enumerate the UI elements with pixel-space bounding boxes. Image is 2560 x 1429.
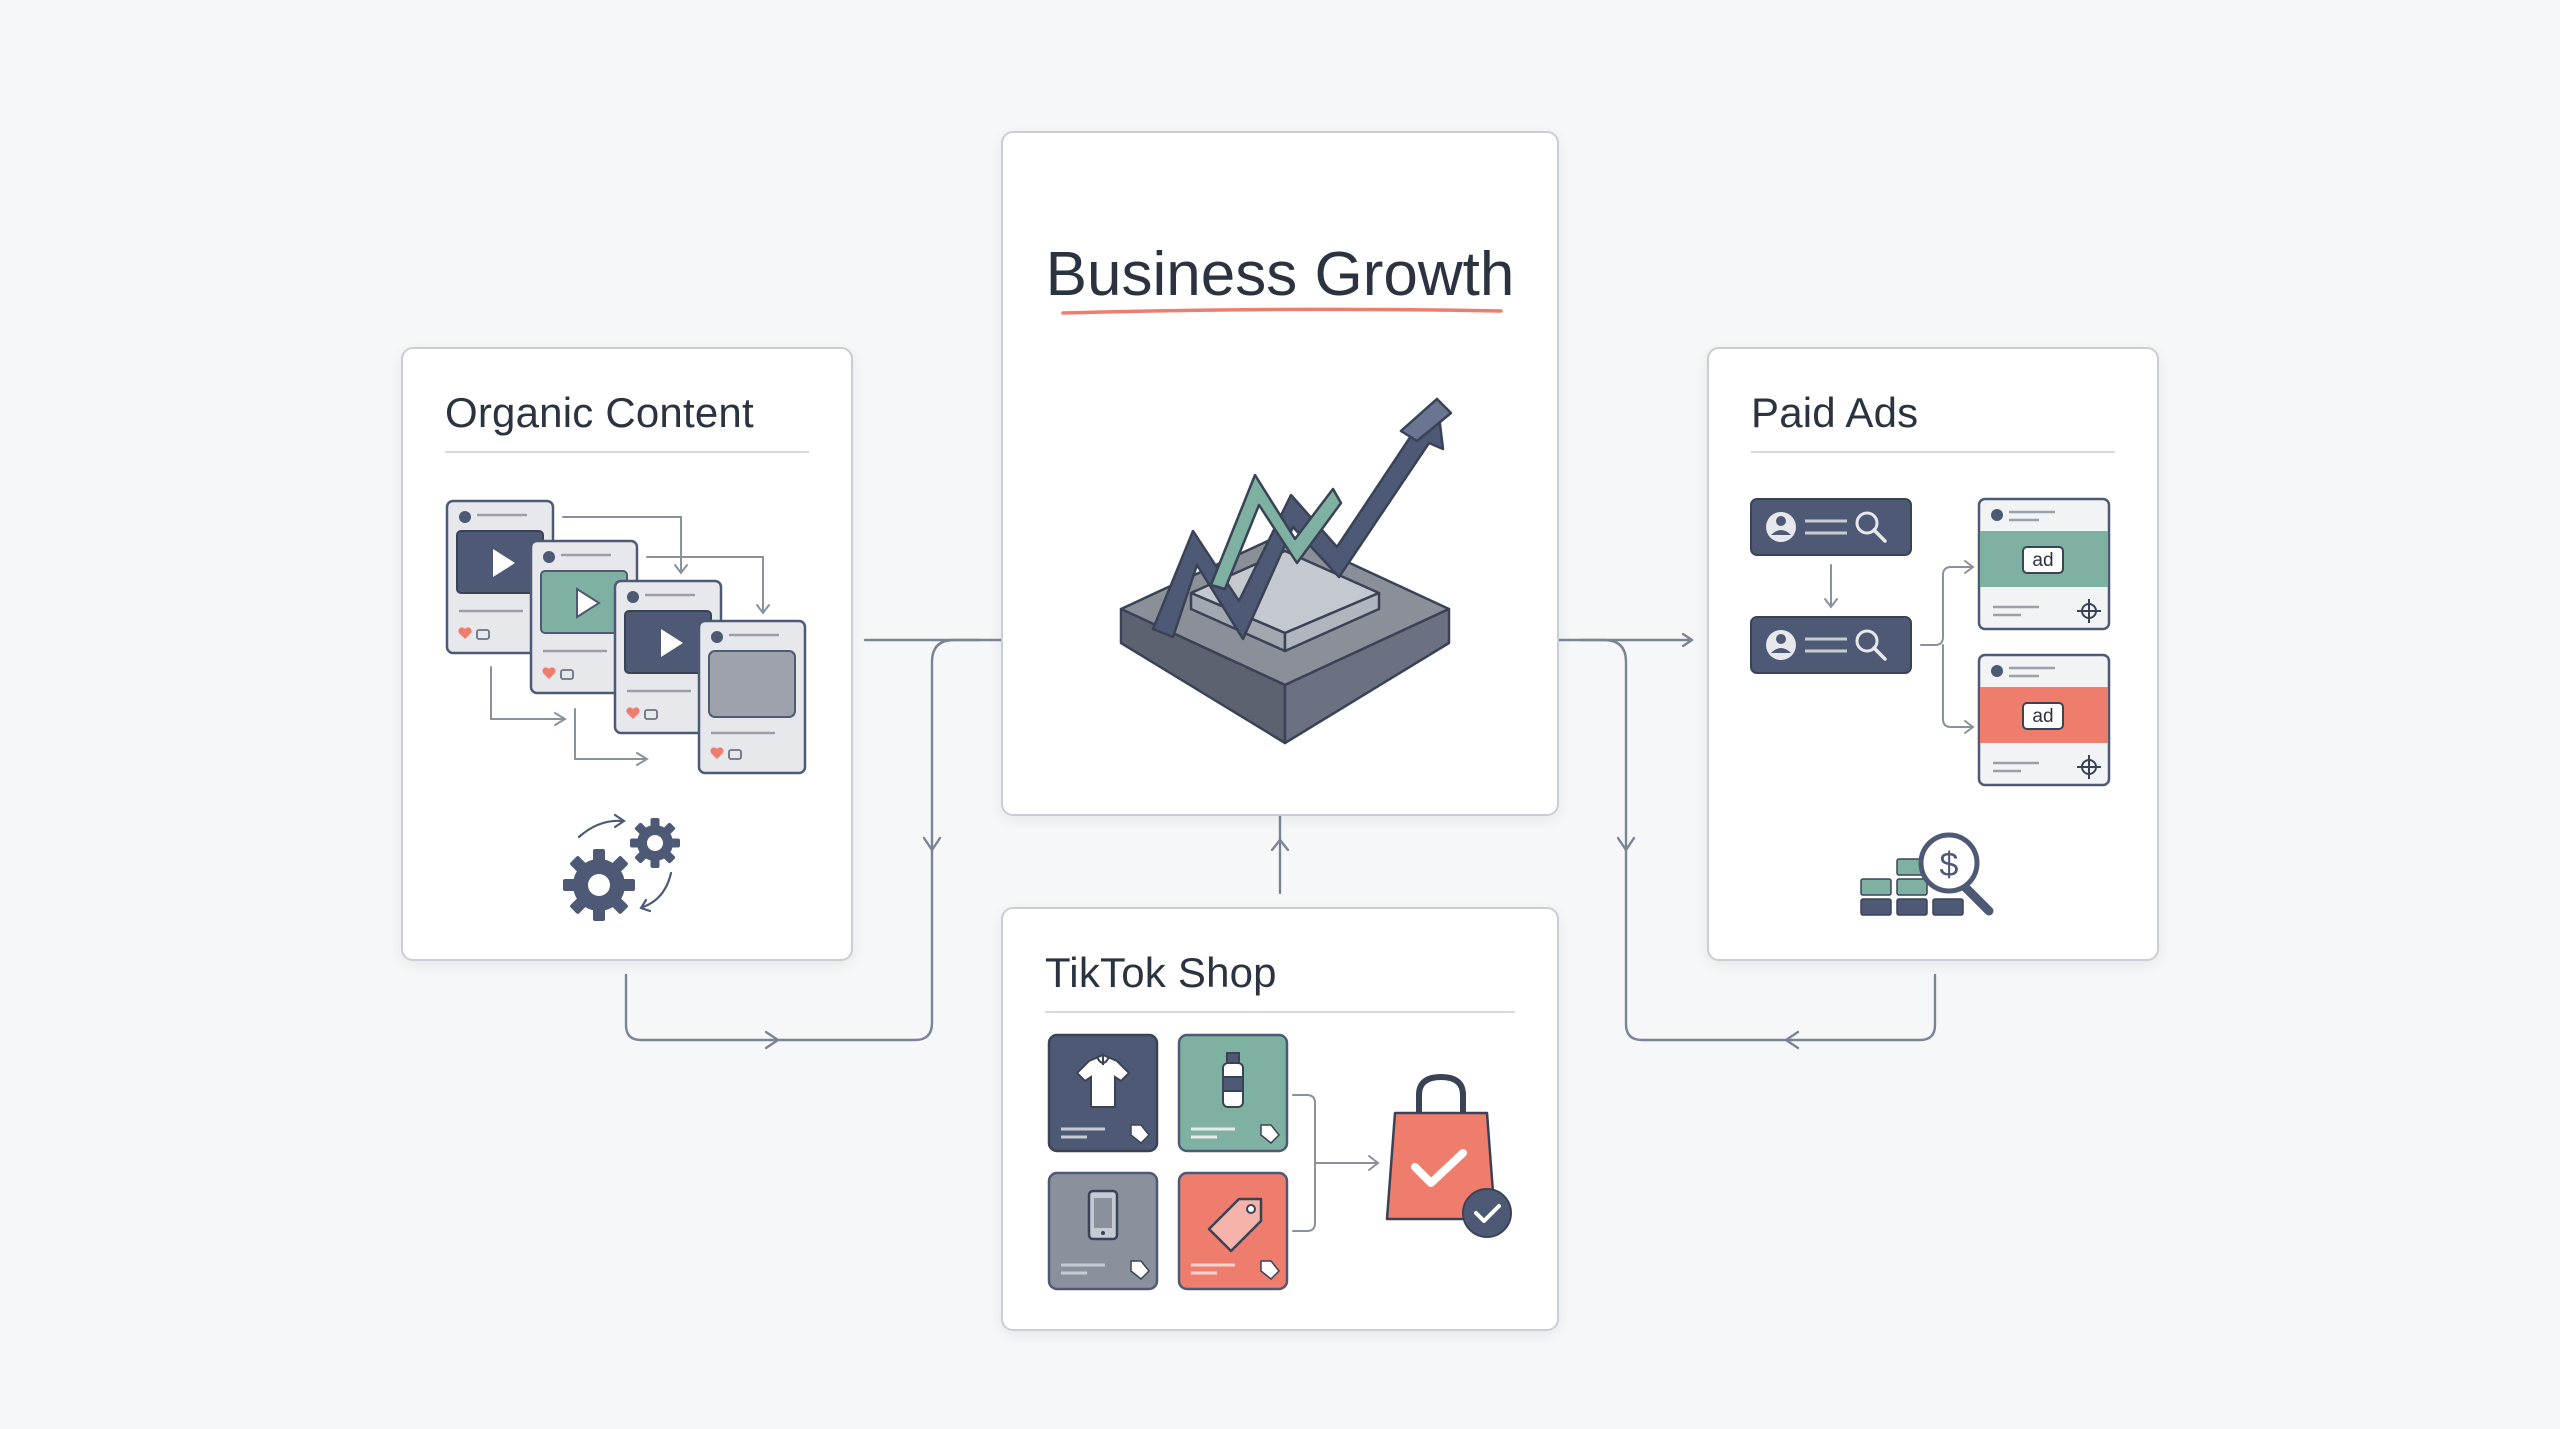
play-icon — [493, 549, 515, 577]
paid-ads-title: Paid Ads — [1751, 389, 1919, 436]
organic-loop-line — [624, 638, 982, 1042]
ad-label-2: ad — [2032, 706, 2053, 727]
heart-icon — [710, 747, 724, 759]
paid-loop-arrow-down — [1616, 836, 1636, 852]
user-search-icon — [1750, 498, 1912, 556]
shopping-bag-icon — [1385, 1073, 1512, 1238]
price-tag-icon — [1260, 1124, 1281, 1145]
bottle-icon — [1222, 1052, 1244, 1108]
price-tag-icon — [1130, 1124, 1151, 1145]
image-post-4 — [697, 619, 807, 775]
comment-icon — [644, 709, 658, 720]
tiktok-shop-illustration — [1047, 1033, 1512, 1291]
business-growth-title: Business Growth — [1045, 240, 1515, 309]
video-post-3 — [613, 579, 723, 735]
comment-icon — [560, 669, 574, 680]
price-tag-icon — [1260, 1260, 1281, 1281]
organic-title-divider — [445, 451, 809, 453]
organic-loop-arrow-down — [922, 836, 942, 852]
gears-icon — [563, 813, 680, 921]
play-icon — [661, 629, 683, 657]
shop-title-divider — [1045, 1011, 1515, 1013]
paid-ads-card: Paid Ads — [1707, 347, 2159, 961]
dollar-sign: $ — [1940, 846, 1959, 884]
paid-loop-arrow-left — [1784, 1030, 1800, 1050]
product-tile-bottle — [1177, 1033, 1289, 1153]
comment-icon — [728, 749, 742, 760]
tiktok-shop-title: TikTok Shop — [1045, 949, 1277, 996]
play-icon — [576, 587, 601, 619]
money-search-icon: $ — [1860, 832, 1994, 916]
ad-label-1: ad — [2032, 550, 2053, 571]
video-post-2 — [529, 539, 639, 695]
organic-content-card: Organic Content — [401, 347, 853, 961]
price-tag-icon — [1207, 1197, 1263, 1253]
product-tile-tshirt — [1047, 1033, 1159, 1153]
shop-to-growth-tick — [1270, 838, 1290, 852]
price-tag-icon — [1130, 1260, 1151, 1281]
target-icon — [2077, 755, 2101, 779]
paid-title-divider — [1751, 451, 2115, 453]
paid-loop-line — [1578, 638, 1937, 1042]
product-tile-phone — [1047, 1171, 1159, 1291]
paid-ads-illustration: ad ad — [1750, 497, 2111, 916]
check-icon — [1474, 1204, 1501, 1223]
growth-arrow-icon — [1119, 397, 1453, 745]
heart-icon — [626, 707, 640, 719]
heart-icon — [542, 667, 556, 679]
organic-content-title: Organic Content — [445, 389, 754, 436]
user-search-icon — [1750, 616, 1912, 674]
target-icon — [2077, 599, 2101, 623]
product-tile-tag — [1177, 1171, 1289, 1291]
title-underline — [1061, 307, 1503, 315]
phone-icon — [1087, 1189, 1119, 1241]
business-growth-card: Business Growth — [1001, 131, 1559, 816]
heart-icon — [458, 627, 472, 639]
growth-illustration — [1119, 397, 1453, 745]
video-post-1 — [445, 499, 555, 655]
comment-icon — [476, 629, 490, 640]
organic-loop-arrow-right — [764, 1030, 780, 1050]
organic-illustration — [445, 499, 807, 921]
ad-card-2: ad — [1977, 653, 2111, 787]
tiktok-shop-card: TikTok Shop — [1001, 907, 1559, 1331]
check-icon — [1411, 1149, 1467, 1187]
ad-card-1: ad — [1977, 497, 2111, 631]
